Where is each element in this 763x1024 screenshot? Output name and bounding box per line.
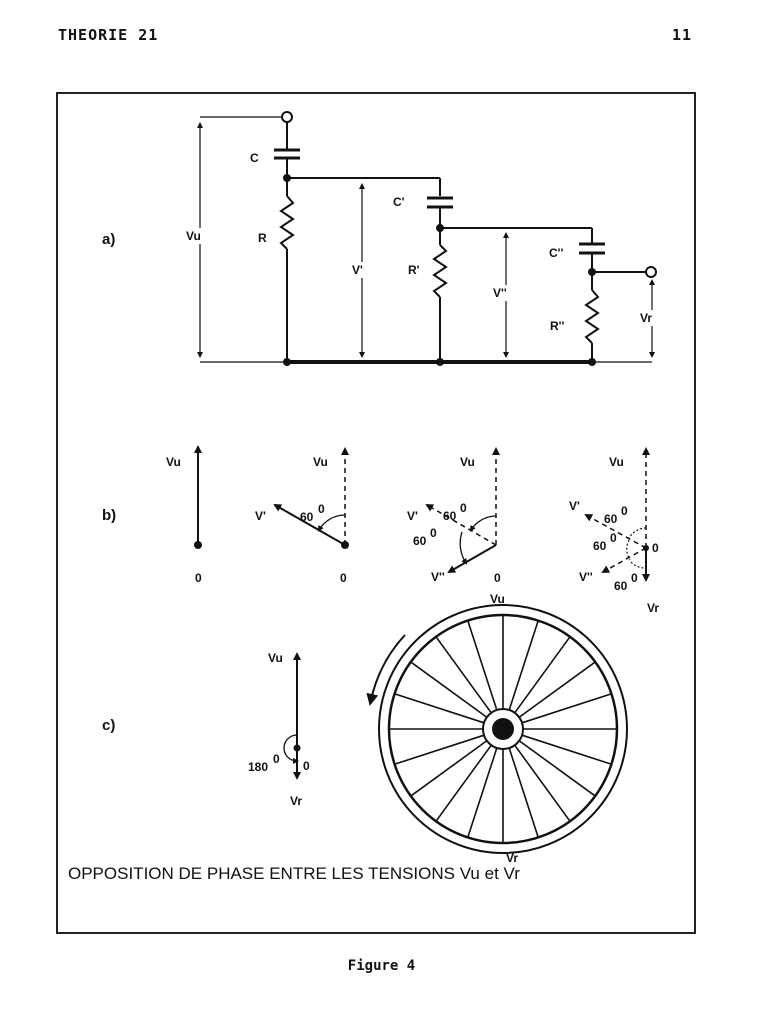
page-header-title: THEORIE 21 xyxy=(58,26,159,44)
svg-text:V'': V'' xyxy=(579,570,593,584)
svg-text:Vr: Vr xyxy=(647,601,659,615)
label-R: R xyxy=(258,231,267,245)
figure-caption: Figure 4 xyxy=(347,958,416,974)
wheel-spoke xyxy=(518,740,595,797)
wheel-spoke xyxy=(435,637,492,714)
wheel-spoke xyxy=(508,747,539,837)
wheel-spoke xyxy=(508,621,539,711)
svg-text:Vu: Vu xyxy=(609,455,624,469)
label-Vu: Vu xyxy=(186,229,201,243)
phasor-diagram-4: Vu V' 60 0 60 0 0 V'' 60 0 Vr xyxy=(569,447,659,615)
svg-text:0: 0 xyxy=(621,504,628,518)
wheel-spoke xyxy=(395,693,485,724)
svg-text:60: 60 xyxy=(443,509,457,523)
svg-text:0: 0 xyxy=(494,571,501,585)
part-label-a: a) xyxy=(102,231,115,248)
svg-text:0: 0 xyxy=(303,759,310,773)
wheel-spoke xyxy=(467,747,498,837)
svg-text:60: 60 xyxy=(604,512,618,526)
part-label-c: c) xyxy=(102,717,115,734)
svg-text:0: 0 xyxy=(430,526,437,540)
label-C-double-prime: C'' xyxy=(549,246,564,260)
svg-text:V': V' xyxy=(569,499,580,513)
svg-text:V': V' xyxy=(407,509,418,523)
input-terminal xyxy=(281,111,293,123)
svg-text:60: 60 xyxy=(593,539,607,553)
wheel-spoke xyxy=(467,621,498,711)
wheel-spoke xyxy=(411,661,488,718)
rc-ladder-circuit xyxy=(200,116,652,364)
svg-text:0: 0 xyxy=(460,501,467,515)
svg-text:60: 60 xyxy=(413,534,427,548)
svg-text:0: 0 xyxy=(610,531,617,545)
part-label-b: b) xyxy=(102,507,116,524)
svg-text:60: 60 xyxy=(614,579,628,593)
phasor-diagram-3: Vu V' 60 0 60 0 V'' 0 xyxy=(407,447,501,585)
phasor-diagram-1: Vu 0 xyxy=(166,445,202,585)
svg-text:Vu: Vu xyxy=(166,455,181,469)
svg-text:V'': V'' xyxy=(431,570,445,584)
wheel-spoke xyxy=(514,744,571,821)
wheel-spoke xyxy=(395,734,485,765)
label-V-prime: V' xyxy=(352,263,363,277)
svg-text:0: 0 xyxy=(195,571,202,585)
wheel-spoke xyxy=(518,661,595,718)
phasor-opposition: Vu 180 0 0 Vr xyxy=(248,651,310,808)
label-R-prime: R' xyxy=(408,263,420,277)
wheel-label-top: Vu xyxy=(490,592,505,606)
label-Vr: Vr xyxy=(640,311,652,325)
svg-text:V': V' xyxy=(255,509,266,523)
label-C-prime: C' xyxy=(393,195,405,209)
label-R-double-prime: R'' xyxy=(550,319,565,333)
page-number: 11 xyxy=(672,26,693,44)
wheel-spoke xyxy=(435,744,492,821)
rotation-arrow xyxy=(366,634,406,706)
wheel-spoke xyxy=(521,693,611,724)
svg-text:180: 180 xyxy=(248,760,268,774)
circuit-nodes xyxy=(283,174,596,366)
label-C: C xyxy=(250,151,259,165)
phasor-diagram-2: Vu V' 60 0 0 xyxy=(255,447,349,585)
wheel-spoke xyxy=(411,740,488,797)
spoked-wheel xyxy=(378,604,628,854)
opposition-text: OPPOSITION DE PHASE ENTRE LES TENSIONS V… xyxy=(68,864,520,883)
voltage-arrows xyxy=(197,122,655,358)
svg-text:Vu: Vu xyxy=(313,455,328,469)
svg-text:0: 0 xyxy=(318,502,325,516)
figure-frame xyxy=(56,92,696,934)
svg-text:Vr: Vr xyxy=(290,794,302,808)
wheel-spoke xyxy=(514,637,571,714)
wheel-spoke xyxy=(521,734,611,765)
svg-text:0: 0 xyxy=(631,571,638,585)
svg-text:60: 60 xyxy=(300,510,314,524)
svg-text:Vu: Vu xyxy=(268,651,283,665)
svg-text:0: 0 xyxy=(652,541,659,555)
label-V-double-prime: V'' xyxy=(493,286,507,300)
svg-text:Vu: Vu xyxy=(460,455,475,469)
svg-text:0: 0 xyxy=(273,752,280,766)
svg-text:0: 0 xyxy=(340,571,347,585)
wheel-label-bottom: Vr xyxy=(506,851,518,865)
output-terminal xyxy=(645,266,657,278)
